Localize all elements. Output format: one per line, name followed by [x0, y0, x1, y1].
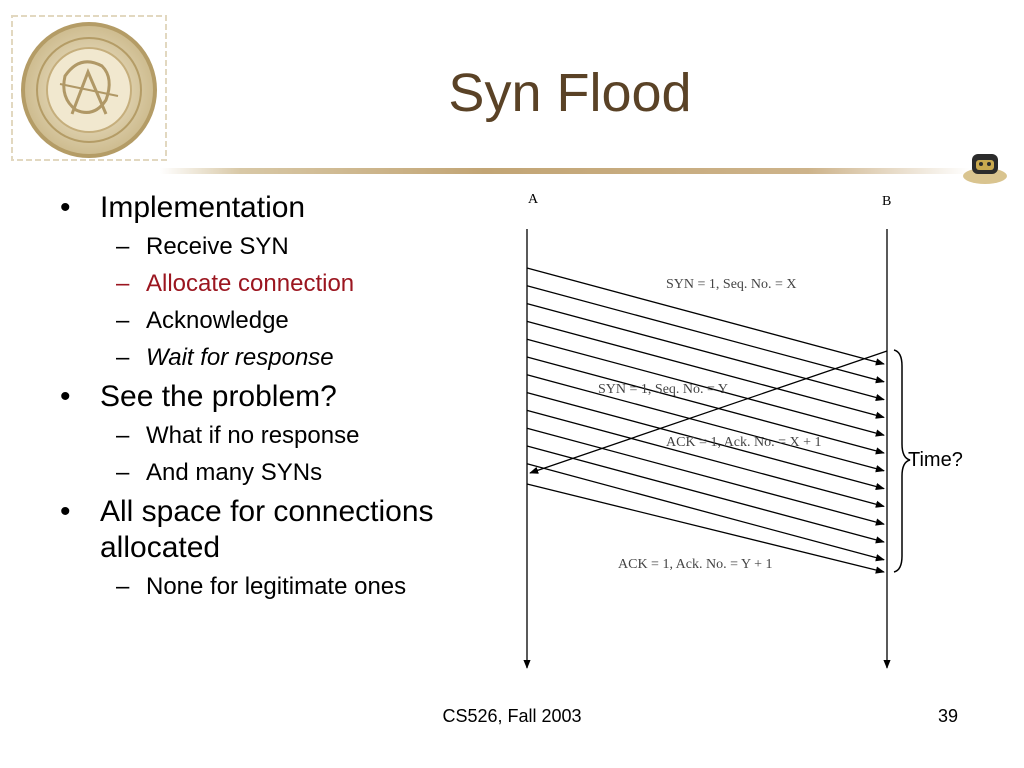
bullet-text: All space for connections allocated	[100, 495, 434, 564]
syn-message-label: SYN = 1, Seq. No. = X	[666, 277, 797, 292]
syn-arrow	[526, 285, 885, 384]
dash-marker: –	[116, 307, 130, 334]
syn-arrow-group	[526, 267, 885, 562]
bullet-item: • Implementation	[60, 190, 500, 226]
page-number: 39	[937, 706, 959, 726]
syn-arrow	[526, 427, 885, 526]
footer-course: CS526, Fall 2003	[442, 706, 582, 726]
title-divider	[160, 168, 970, 174]
host-a-label: A	[528, 192, 539, 207]
bullet-list: • Implementation – Receive SYN – Allocat…	[60, 186, 500, 607]
bullet-marker: •	[60, 380, 71, 413]
sub-bullet-text-italic: Wait for response	[146, 344, 334, 371]
dash-marker: –	[116, 573, 130, 600]
sub-bullet-item: – Acknowledge	[60, 304, 500, 338]
syn-arrow	[526, 320, 885, 419]
slide-title: Syn Flood	[448, 63, 692, 123]
bullet-marker: •	[60, 191, 71, 224]
syn-arrow	[526, 409, 885, 508]
final-ack-message-label: ACK = 1, Ack. No. = Y + 1	[618, 557, 772, 572]
sub-bullet-text: Receive SYN	[146, 233, 289, 260]
dash-marker: –	[116, 459, 130, 486]
dash-marker: –	[116, 344, 130, 371]
university-seal-logo	[11, 15, 167, 161]
mascot-icon	[963, 154, 1007, 184]
sub-bullet-item: – What if no response	[60, 419, 500, 453]
dash-marker: –	[116, 422, 130, 449]
sub-bullet-text: Allocate connection	[146, 270, 355, 297]
bullet-marker: •	[60, 495, 71, 528]
sub-bullet-text: And many SYNs	[146, 459, 323, 486]
ack-message-label: ACK = 1, Ack. No. = X + 1	[666, 435, 822, 450]
syn-arrow	[526, 391, 885, 490]
syn-arrow	[526, 463, 885, 562]
sub-bullet-item: – None for legitimate ones	[60, 570, 500, 604]
final-ack-arrow	[526, 483, 885, 574]
sub-bullet-item: – Receive SYN	[60, 230, 500, 264]
dash-marker: –	[116, 270, 130, 297]
bullet-item: • All space for connections allocated	[60, 494, 500, 566]
sub-bullet-text: What if no response	[146, 422, 360, 449]
syn-arrow	[526, 374, 885, 473]
syn-arrow	[526, 302, 885, 401]
dash-marker: –	[116, 233, 130, 260]
host-b-label: B	[882, 194, 891, 209]
syn-arrow	[526, 356, 885, 455]
time-brace-label: Time?	[908, 449, 963, 471]
bullet-text: Implementation	[100, 191, 306, 224]
syn-ack-arrow	[529, 350, 888, 474]
bullet-item: • See the problem?	[60, 379, 500, 415]
syn-flood-diagram: A B SYN = 1, Seq. No. = X SYN = 1, Seq. …	[523, 192, 963, 669]
sub-bullet-item: – And many SYNs	[60, 456, 500, 490]
bullet-text: See the problem?	[100, 380, 337, 413]
syn-ack-message-label: SYN = 1, Seq. No. = Y	[598, 382, 728, 397]
syn-arrow	[526, 267, 885, 366]
sub-bullet-item: – Wait for response	[60, 341, 500, 375]
sub-bullet-text: None for legitimate ones	[146, 573, 407, 600]
sub-bullet-text: Acknowledge	[146, 307, 289, 334]
sub-bullet-item-highlighted: – Allocate connection	[60, 267, 500, 301]
syn-arrow	[526, 445, 885, 544]
syn-arrow	[526, 338, 885, 437]
time-brace	[893, 349, 911, 573]
